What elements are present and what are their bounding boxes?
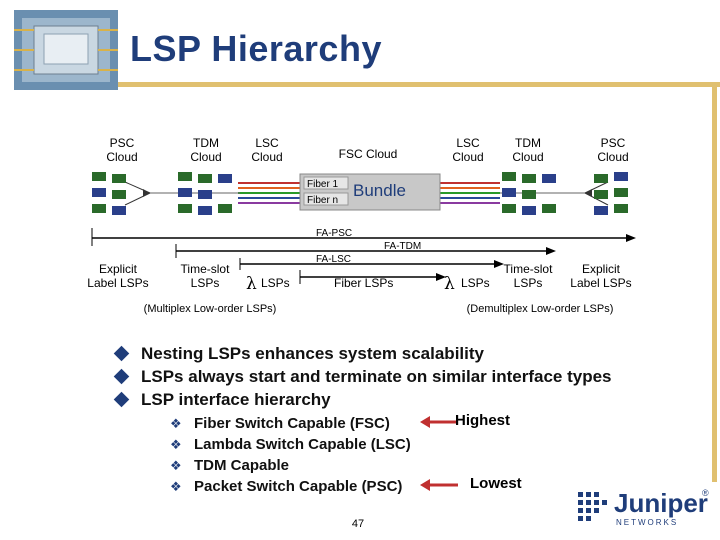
cloud-label-tdm-left: TDM [193,136,219,150]
timeslot-label-right: Time-slot [504,262,554,276]
logo-registered: ® [702,488,709,498]
lambda-lsps-left: LSPs [261,276,290,290]
cloud-label-tdm-left-2: Cloud [190,150,221,164]
diamond-bullet-icon [114,392,130,408]
sub-bullet-text: TDM Capable [194,455,289,476]
checkmark-bullet-icon: ❖ [170,434,180,455]
cloud-label-psc-right: PSC [601,136,626,150]
diamond-bullet-icon [114,369,130,385]
fibern-label: Fiber n [307,195,338,206]
checkmark-bullet-icon: ❖ [170,413,180,434]
fa-lsc-label: FA-LSC [316,254,351,265]
lsp-hierarchy-diagram: PSC Cloud TDM Cloud LSC Cloud FSC Cloud … [0,0,720,330]
page-number: 47 [338,518,378,530]
lambda-symbol-right: λ [444,274,455,294]
cloud-label-lsc-left: LSC [255,136,279,150]
checkmark-bullet-icon: ❖ [170,455,180,476]
bullet-item: LSP interface hierarchy [110,388,710,411]
lambda-lsps-right: LSPs [461,276,490,290]
juniper-mark-icon [574,488,610,528]
router-group-psc-left [92,172,126,215]
cloud-label-fsc: FSC Cloud [339,147,398,161]
juniper-logo: Juniper ® NETWORKS [574,486,714,530]
explicit-label-right-2: Label LSPs [570,276,631,290]
cloud-label-lsc-left-2: Cloud [251,150,282,164]
fa-psc-arrow [626,234,636,242]
timeslot-label-left-2: LSPs [191,276,220,290]
cloud-label-psc-left-2: Cloud [106,150,137,164]
bullet-item: Nesting LSPs enhances system scalability [110,342,710,365]
lowest-label: Lowest [470,475,522,492]
demultiplex-caption: (Demultiplex Low-order LSPs) [467,303,614,315]
bullet-item: LSPs always start and terminate on simil… [110,365,710,388]
diamond-bullet-icon [114,346,130,362]
sub-bullet-text: Packet Switch Capable (PSC) [194,476,402,497]
sub-bullet-text: Lambda Switch Capable (LSC) [194,434,411,455]
cloud-label-lsc-right: LSC [456,136,480,150]
explicit-label-left-2: Label LSPs [87,276,148,290]
cloud-label-tdm-right-2: Cloud [512,150,543,164]
bullet-list: Nesting LSPs enhances system scalability… [110,342,710,497]
multiplex-caption: (Multiplex Low-order LSPs) [144,303,277,315]
bundle-label: Bundle [353,181,406,200]
cloud-label-psc-right-2: Cloud [597,150,628,164]
fa-psc-label: FA-PSC [316,228,352,239]
cloud-label-tdm-right: TDM [515,136,541,150]
fa-tdm-arrow [546,247,556,255]
bullet-text: Nesting LSPs enhances system scalability [141,342,484,365]
sub-bullet-text: Fiber Switch Capable (FSC) [194,413,390,434]
timeslot-label-right-2: LSPs [514,276,543,290]
logo-text: Juniper [614,488,708,519]
timeslot-label-left: Time-slot [181,262,231,276]
sub-bullet-list: ❖ Fiber Switch Capable (FSC) ❖ Lambda Swit… [110,413,710,497]
fiber-lsps-label: Fiber LSPs [334,276,393,290]
logo-subtext: NETWORKS [616,518,678,527]
arrowhead-left [143,189,150,197]
arrowhead-right [585,189,592,197]
cloud-label-psc-left: PSC [110,136,135,150]
lambda-symbol-left: λ [246,274,257,294]
checkmark-bullet-icon: ❖ [170,476,180,497]
fa-tdm-label: FA-TDM [384,241,421,252]
fa-lsc-arrow [494,260,504,268]
explicit-label-left: Explicit [99,262,138,276]
fiber1-label: Fiber 1 [307,179,339,190]
explicit-label-right: Explicit [582,262,621,276]
bullet-text: LSPs always start and terminate on simil… [141,365,612,388]
bullet-text: LSP interface hierarchy [141,388,331,411]
router-group-psc-right [594,172,628,215]
cloud-label-lsc-right-2: Cloud [452,150,483,164]
highest-label: Highest [455,412,510,429]
